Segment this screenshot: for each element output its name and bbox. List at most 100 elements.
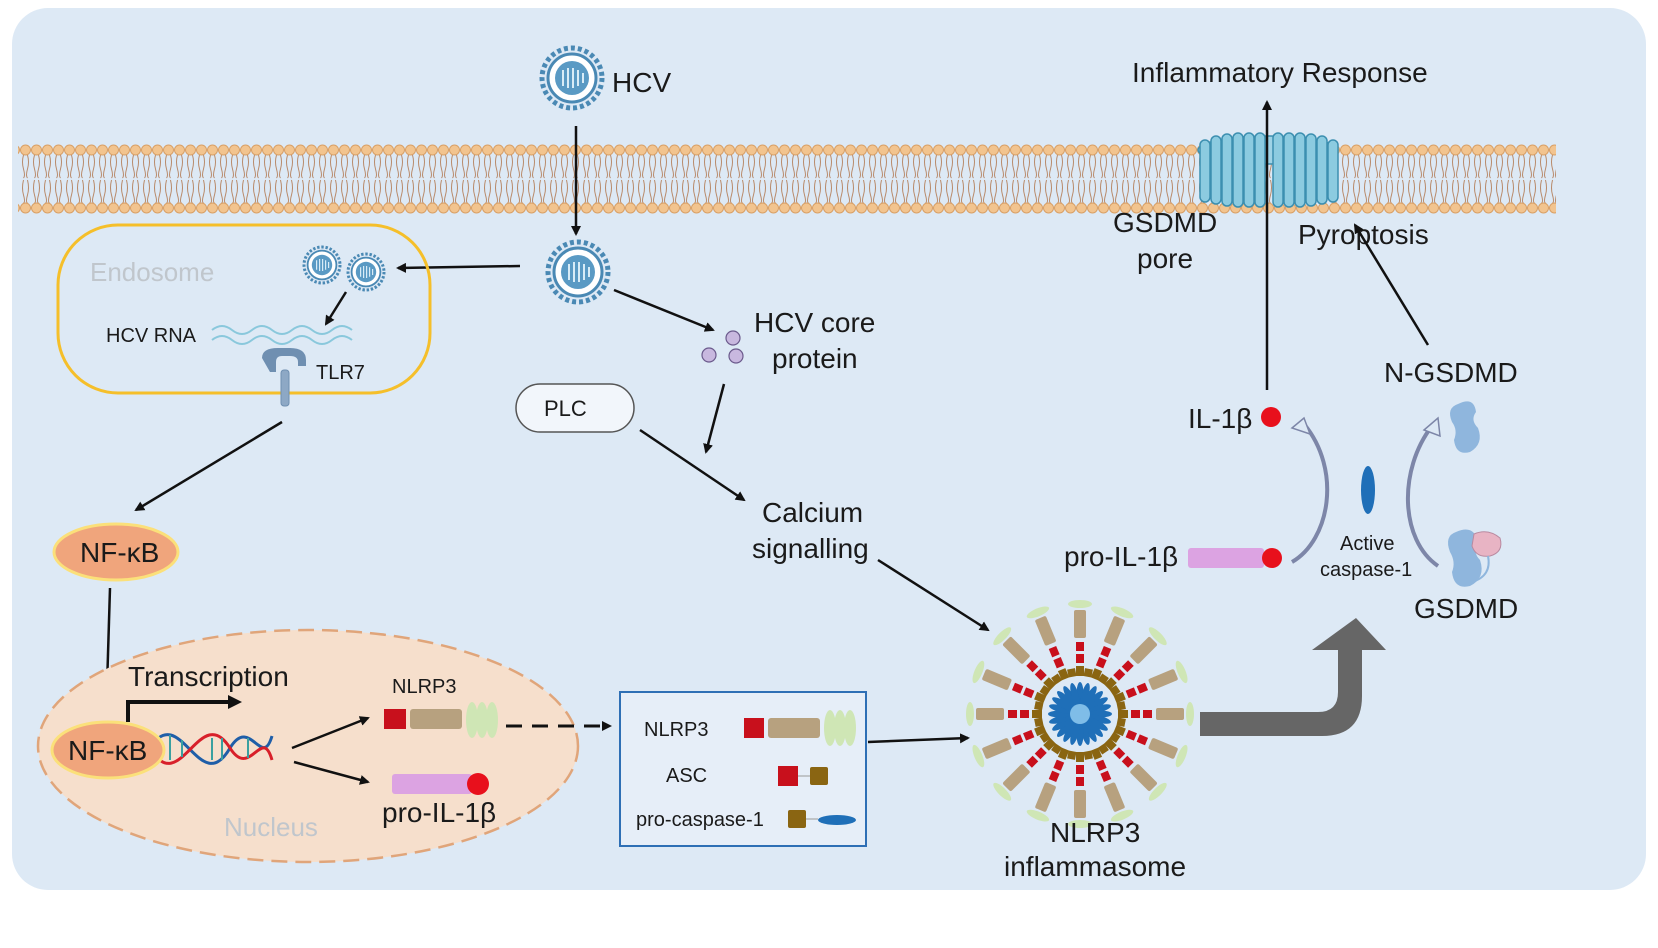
n-gsdmd-icon <box>1450 401 1480 453</box>
pro-il1b-gene-icon <box>392 773 489 795</box>
box-asc-icon <box>778 766 828 786</box>
cleavage-arrow-gsdmd <box>1406 424 1440 568</box>
cleavage-arrow-il1b-head <box>1290 416 1312 436</box>
hcv-core-protein-icon <box>701 330 744 364</box>
nfkb-cytoplasm-label: NF-κB <box>80 537 159 568</box>
hcv-core-protein-label-line2: protein <box>772 343 858 374</box>
pyroptosis-label: Pyroptosis <box>1298 219 1429 250</box>
arrow-to-nlrp3-gene <box>291 716 370 750</box>
nlrp3-inflammasome-icon <box>966 600 1194 828</box>
inflammasome-asc-ring <box>1034 717 1044 727</box>
dna-base-pairs <box>169 735 249 760</box>
active-caspase1-label-line2: caspase-1 <box>1320 559 1412 581</box>
gsdmd-pore <box>1197 132 1339 208</box>
inflammasome-asc-ring <box>1116 717 1126 727</box>
arrow-tlr7-to-nfkb <box>134 420 283 512</box>
inflammasome-asc-ring <box>1083 750 1093 760</box>
hcv-rna-strand <box>211 325 353 345</box>
box-procaspase-label: pro-caspase-1 <box>636 809 764 831</box>
inflammasome-asc-ring <box>1051 673 1063 685</box>
inflammasome-spoke <box>966 702 1042 726</box>
hcv-label: HCV <box>612 67 671 98</box>
inflammasome-spoke <box>1068 752 1092 828</box>
arrow-plc-to-calcium <box>639 428 746 502</box>
arrow-to-pro-il1b-gene <box>293 760 370 785</box>
pro-il1b-icon <box>1188 548 1282 568</box>
inflammasome-label-line2: inflammasome <box>1004 851 1186 882</box>
nfkb-nucleus-label: NF-κB <box>68 735 147 766</box>
arrow-core-to-calcium <box>703 383 726 454</box>
transcription-arrow <box>126 695 242 722</box>
box-nlrp3-icon <box>744 710 856 746</box>
inflammasome-asc-ring <box>1051 743 1063 755</box>
inflammasome-asc-ring <box>1109 731 1121 743</box>
gsdmd-label: GSDMD <box>1414 593 1518 624</box>
nlrp3-gene-label: NLRP3 <box>392 676 456 698</box>
nucleus <box>36 628 580 864</box>
pro-il1b-gene-label: pro-IL-1β <box>382 797 496 828</box>
il1b-icon <box>1261 407 1281 427</box>
inflammasome-spoke <box>1113 724 1188 768</box>
endosome <box>56 223 432 395</box>
plc-label: PLC <box>544 396 587 421</box>
nlrp3-protein-icon <box>384 702 498 738</box>
calcium-signalling-label-line1: Calcium <box>762 497 863 528</box>
nfkb-nucleus <box>50 720 166 780</box>
arrow-to-endosome <box>396 262 521 273</box>
inflammasome-asc-ring <box>1067 750 1077 760</box>
inflammasome-spoke <box>1026 606 1070 681</box>
arrow-to-core-protein <box>613 288 715 332</box>
il1b-label: IL-1β <box>1188 403 1252 434</box>
inflammasome-spoke <box>972 724 1047 768</box>
pro-il1b-label: pro-IL-1β <box>1064 541 1178 572</box>
inflammasome-spoke <box>1104 738 1167 801</box>
inflammasome-spoke <box>993 627 1056 690</box>
big-activation-arrow <box>1200 618 1386 736</box>
transcription-label: Transcription <box>128 661 289 692</box>
inflammasome-spoke <box>1090 606 1134 681</box>
tlr7-receptor-icon <box>262 348 306 407</box>
inflammasome-asc-ring <box>1109 685 1121 697</box>
inflammasome-asc-ring <box>1083 668 1093 678</box>
box-procaspase-icon <box>788 810 856 828</box>
arrow-to-pyroptosis <box>1353 223 1430 346</box>
gsdmd-icon <box>1448 529 1502 587</box>
active-caspase1-icon <box>1361 466 1375 514</box>
inflammasome-asc-ring <box>1097 673 1109 685</box>
tlr7-label: TLR7 <box>316 362 365 384</box>
inflammasome-asc-ring <box>1116 701 1126 711</box>
inflammasome-asc-ring <box>1097 743 1109 755</box>
inflammasome-core <box>1048 682 1112 746</box>
inflammasome-asc-ring <box>1067 668 1077 678</box>
inflammasome-asc-ring <box>1034 701 1044 711</box>
nfkb-cytoplasm <box>52 522 180 582</box>
nucleus-label: Nucleus <box>224 812 318 842</box>
gsdmd-pore-label-line2: pore <box>1137 243 1193 274</box>
arrow-to-inflammasome <box>867 733 970 744</box>
inflammasome-asc-ring <box>1039 685 1051 697</box>
active-caspase1-label-line1: Active <box>1340 533 1394 555</box>
endosome-label: Endosome <box>90 257 214 287</box>
inflammasome-spoke <box>1118 702 1194 726</box>
inflammasome-spoke <box>993 738 1056 801</box>
arrow-to-hcv-rna <box>324 291 348 326</box>
inflammasome-asc-ring <box>1039 731 1051 743</box>
calcium-signalling-label-line2: signalling <box>752 533 869 564</box>
inflammasome-spoke <box>1113 660 1188 704</box>
inflammatory-response-label: Inflammatory Response <box>1132 57 1428 88</box>
inflammasome-label-line1: NLRP3 <box>1050 817 1140 848</box>
inflammasome-spoke <box>1090 747 1134 822</box>
box-asc-label: ASC <box>666 765 707 787</box>
inflammasome-spoke <box>1026 747 1070 822</box>
gsdmd-pore-label-line1: GSDMD <box>1113 207 1217 238</box>
plc-box <box>515 383 635 433</box>
inflammasome-spoke <box>1104 627 1167 690</box>
inflammasome-spoke <box>1068 600 1092 676</box>
dna-helix-strand-2 <box>148 733 274 765</box>
dna-helix-icon <box>148 733 274 765</box>
cleavage-arrow-gsdmd-head <box>1422 416 1441 438</box>
n-gsdmd-label: N-GSDMD <box>1384 357 1518 388</box>
arrow-calcium-to-inflammasome <box>877 558 990 632</box>
cleavage-arrow-il1b <box>1290 422 1330 564</box>
